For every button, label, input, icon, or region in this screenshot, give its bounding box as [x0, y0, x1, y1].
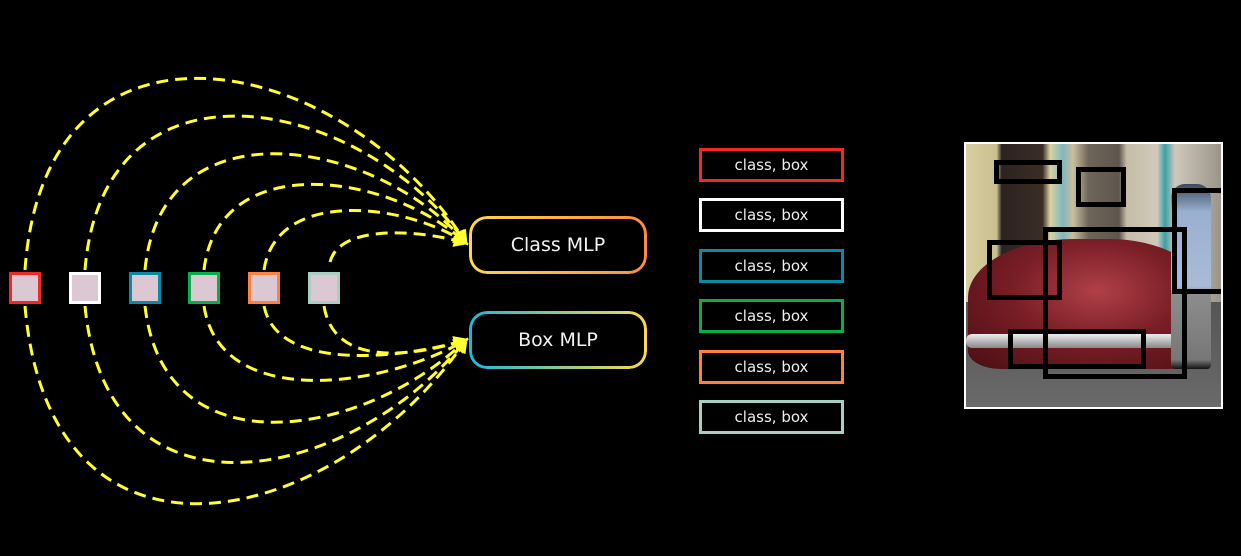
class-connector-arc [262, 208, 469, 271]
box-connector-arc [23, 305, 468, 506]
box-mlp-head: Box MLP [469, 311, 647, 369]
query-token-sage [308, 272, 340, 304]
class-connector-arc [143, 152, 468, 271]
output-label: class, box [734, 256, 809, 275]
box-connector-arc [202, 305, 469, 382]
box-connector-arc [143, 305, 469, 424]
class-connector-arc [202, 182, 469, 271]
query-token-orange [248, 272, 280, 304]
output-box: class, box [699, 148, 844, 182]
detection-image [964, 142, 1223, 409]
output-label: class, box [734, 307, 809, 326]
box-connector-arc [83, 305, 468, 464]
box-mlp-label: Box MLP [518, 329, 598, 351]
detection-box-red [1043, 227, 1187, 379]
output-box: class, box [699, 198, 844, 233]
class-mlp-head: Class MLP [469, 216, 647, 274]
detection-box-white [994, 160, 1062, 184]
query-token-green [188, 272, 220, 304]
detection-box-blue [1172, 188, 1221, 294]
box-mlp-border [469, 311, 647, 369]
detection-box-sage [987, 240, 1062, 300]
output-label: class, box [734, 357, 809, 376]
detection-box-orange [1076, 167, 1126, 207]
output-box: class, box [699, 248, 844, 283]
output-label: class, box [734, 408, 809, 426]
query-token-red [9, 272, 41, 304]
person-shape [1171, 184, 1211, 369]
output-box: class, box [699, 400, 844, 434]
output-box: class, box [699, 349, 844, 384]
detection-box-green [1008, 329, 1146, 369]
bumper-shape [966, 334, 1176, 348]
class-connector-arc [23, 76, 468, 271]
class-connector-arc [328, 231, 469, 263]
class-connector-arc [83, 114, 468, 271]
class-mlp-label: Class MLP [510, 234, 606, 256]
output-label: class, box [734, 206, 809, 225]
output-label: class, box [734, 156, 809, 174]
class-mlp-border [469, 216, 647, 274]
query-token-blue [129, 272, 161, 304]
output-box: class, box [699, 299, 844, 334]
query-token-white [69, 272, 101, 304]
box-connector-arc [322, 305, 469, 355]
